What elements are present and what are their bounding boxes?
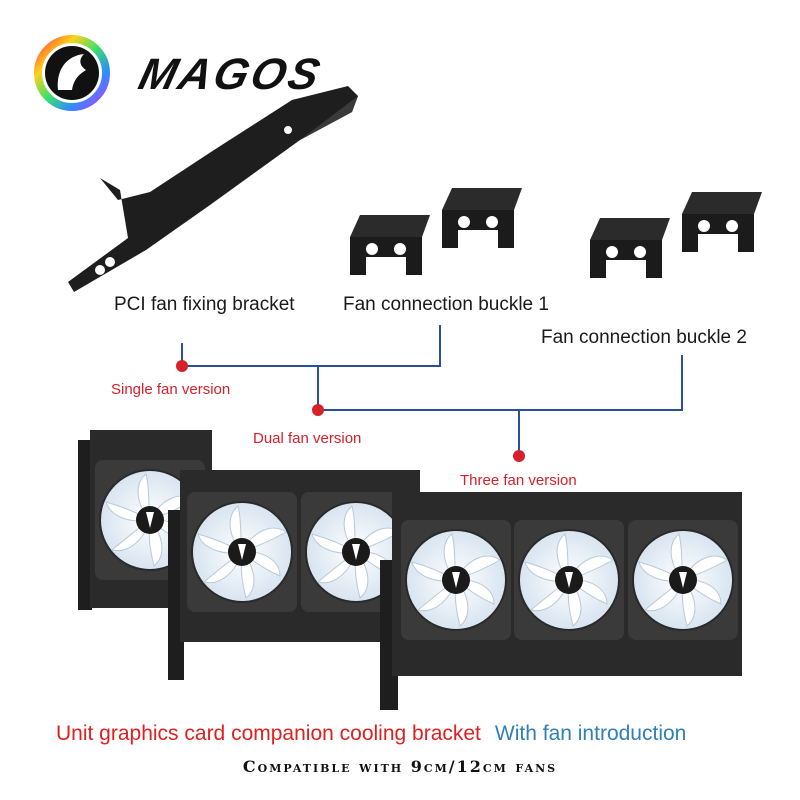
buckle-2-label: Fan connection buckle 2 — [541, 327, 747, 348]
compatibility-note: Compatible with 9cm/12cm fans — [242, 757, 558, 776]
single-version-dot — [176, 360, 188, 372]
brand-logo-icon — [34, 35, 110, 111]
three-version-label: Three fan version — [460, 472, 577, 489]
pci-bracket-label: PCI fan fixing bracket — [114, 294, 295, 315]
footer-title-blue: With fan introduction — [494, 722, 687, 745]
three-version-dot — [513, 450, 525, 462]
single-version-label: Single fan version — [111, 381, 231, 398]
buckle-1-left-image — [350, 215, 430, 275]
buckle-1-label: Fan connection buckle 1 — [343, 294, 549, 315]
footer-title-red: Unit graphics card companion cooling bra… — [56, 722, 481, 745]
connector-lines — [181, 325, 683, 456]
buckle-1-right-image — [442, 188, 522, 248]
brand-name: MAGOS — [134, 50, 328, 99]
dual-version-label: Dual fan version — [253, 430, 362, 447]
footer-title: Unit graphics card companion cooling bra… — [56, 722, 686, 746]
dual-version-dot — [312, 404, 324, 416]
buckle-2-left-image — [590, 218, 670, 278]
pci-bracket-image — [68, 86, 358, 292]
three-fan-assembly-image — [380, 492, 742, 710]
buckle-2-right-image — [682, 192, 762, 252]
